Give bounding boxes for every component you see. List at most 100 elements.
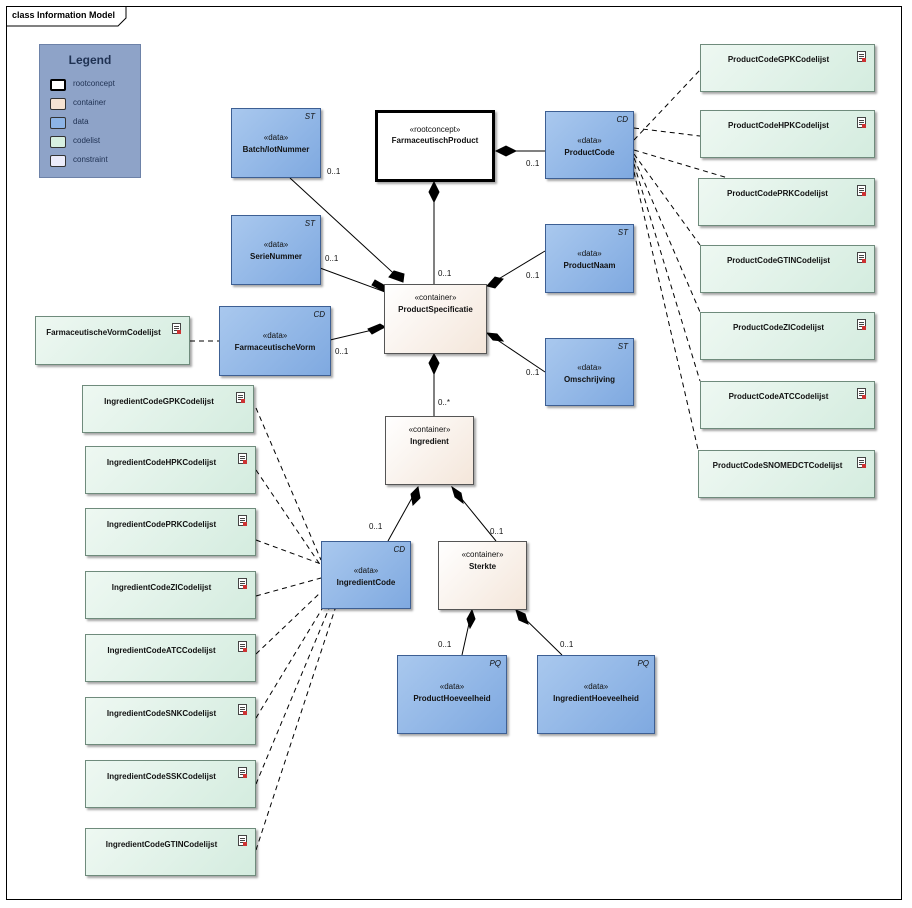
codelist-name: IngredientCodeSSKCodelijst bbox=[107, 772, 216, 781]
codelist-name: ProductCodeZICodelijst bbox=[732, 323, 825, 332]
link-gtin bbox=[633, 153, 701, 246]
codelist-ingredient-prk[interactable]: IngredientCodePRKCodelijst bbox=[85, 508, 256, 556]
frame-tab-outline bbox=[6, 6, 127, 27]
codelist-product-zi[interactable]: ProductCodeZICodelijst bbox=[700, 312, 875, 360]
link-atc bbox=[633, 163, 701, 382]
class-name: Omschrijving bbox=[563, 375, 616, 384]
legend-label: data bbox=[73, 117, 89, 126]
class-stereotype: «container» bbox=[408, 425, 451, 434]
class-stereotype: «data» bbox=[577, 136, 602, 145]
codelist-ingredient-gtin[interactable]: IngredientCodeGTINCodelijst bbox=[85, 828, 256, 876]
class-ingredient-code[interactable]: CD «data» IngredientCode bbox=[321, 541, 411, 609]
codelist-farmaceutische-vorm[interactable]: FarmaceutischeVormCodelijst bbox=[35, 316, 190, 365]
class-product-hoeveelheid[interactable]: PQ «data» ProductHoeveelheid bbox=[397, 655, 507, 734]
codelist-name: ProductCodeGTINCodelijst bbox=[726, 256, 831, 265]
class-type-tag: ST bbox=[304, 219, 315, 228]
product-codelist-links bbox=[633, 69, 729, 459]
line-batch-spec bbox=[289, 177, 404, 283]
codelist-product-prk[interactable]: ProductCodePRKCodelijst bbox=[698, 178, 875, 226]
class-stereotype: «container» bbox=[461, 550, 504, 559]
codelist-product-gtin[interactable]: ProductCodeGTINCodelijst bbox=[700, 245, 875, 293]
codelist-ingredient-gpk[interactable]: IngredientCodeGPKCodelijst bbox=[82, 385, 254, 433]
codelist-name: ProductCodeGPKCodelijst bbox=[727, 55, 830, 64]
codelist-name: ProductCodeATCCodelijst bbox=[728, 392, 829, 401]
class-sterkte[interactable]: «container» Sterkte bbox=[438, 541, 527, 610]
class-stereotype: «data» bbox=[262, 331, 288, 340]
class-name: ProductNaam bbox=[563, 261, 616, 270]
class-farmaceutische-vorm[interactable]: CD «data» FarmaceutischeVorm bbox=[219, 306, 331, 376]
class-type-tag: ST bbox=[304, 112, 315, 121]
class-stereotype: «data» bbox=[353, 566, 379, 575]
multiplicity-code: 0..1 bbox=[526, 159, 540, 168]
class-ingredient[interactable]: «container» Ingredient bbox=[385, 416, 474, 485]
class-omschrijving[interactable]: ST «data» Omschrijving bbox=[545, 338, 634, 406]
legend-swatch bbox=[50, 79, 66, 91]
codelist-ingredient-snk[interactable]: IngredientCodeSNKCodelijst bbox=[85, 697, 256, 745]
multiplicity-batch: 0..1 bbox=[327, 167, 341, 176]
codelist-name: IngredientCodeHPKCodelijst bbox=[106, 458, 217, 467]
document-icon bbox=[236, 392, 245, 403]
multiplicity-vorm: 0..1 bbox=[335, 347, 349, 356]
class-batch-lot-nummer[interactable]: ST «data» Batch/lotNummer bbox=[231, 108, 321, 178]
codelist-ingredient-hpk[interactable]: IngredientCodeHPKCodelijst bbox=[85, 446, 256, 494]
codelist-ingredient-zi[interactable]: IngredientCodeZICodelijst bbox=[85, 571, 256, 619]
codelist-name: IngredientCodeATCCodelijst bbox=[107, 646, 216, 655]
codelist-product-atc[interactable]: ProductCodeATCCodelijst bbox=[700, 381, 875, 429]
document-icon bbox=[857, 388, 866, 399]
link-i-hpk bbox=[255, 469, 322, 567]
multiplicity-ingredient: 0..* bbox=[438, 398, 451, 407]
class-name: Sterkte bbox=[468, 562, 497, 571]
diamond-spec-ingredient bbox=[428, 352, 440, 376]
link-i-gpk bbox=[255, 407, 322, 561]
link-zi bbox=[633, 157, 701, 313]
document-icon bbox=[857, 51, 866, 62]
legend-title: Legend bbox=[68, 53, 112, 67]
class-name: ProductSpecificatie bbox=[398, 305, 473, 314]
class-type-tag: CD bbox=[616, 115, 628, 124]
ingredient-codelist-links bbox=[255, 407, 337, 851]
multiplicity-sterkte: 0..1 bbox=[490, 527, 504, 536]
legend-swatch bbox=[50, 155, 66, 167]
multiplicity-naam: 0..1 bbox=[526, 271, 540, 280]
codelist-name: IngredientCodePRKCodelijst bbox=[106, 520, 217, 529]
document-icon bbox=[238, 453, 247, 464]
class-name: IngredientHoeveelheid bbox=[553, 694, 639, 703]
class-product-naam[interactable]: ST «data» ProductNaam bbox=[545, 224, 634, 293]
link-prk bbox=[633, 149, 729, 179]
codelist-name: IngredientCodeGTINCodelijst bbox=[105, 840, 218, 849]
link-i-ssk bbox=[255, 605, 331, 785]
link-i-zi bbox=[255, 577, 322, 597]
codelist-product-snomedct[interactable]: ProductCodeSNOMEDCTCodelijst bbox=[698, 450, 875, 498]
diamond-root-code bbox=[494, 145, 518, 157]
class-type-tag: CD bbox=[313, 310, 325, 319]
class-product-specificatie[interactable]: «container» ProductSpecificatie bbox=[384, 284, 487, 354]
diamond-spec-batch bbox=[388, 270, 405, 283]
frame-title: class Information Model bbox=[12, 10, 116, 20]
diamond-root-spec bbox=[428, 180, 440, 204]
codelist-name: ProductCodeSNOMEDCTCodelijst bbox=[712, 461, 843, 470]
document-icon bbox=[857, 252, 866, 263]
class-type-tag: CD bbox=[393, 545, 405, 554]
class-type-tag: ST bbox=[617, 342, 628, 351]
class-type-tag: PQ bbox=[489, 659, 501, 668]
document-icon bbox=[238, 641, 247, 652]
multiplicity-ingredient-code: 0..1 bbox=[369, 522, 383, 531]
link-i-snk bbox=[255, 603, 326, 719]
legend-swatch bbox=[50, 98, 66, 110]
legend-swatch bbox=[50, 136, 66, 148]
codelist-ingredient-ssk[interactable]: IngredientCodeSSKCodelijst bbox=[85, 760, 256, 808]
class-serie-nummer[interactable]: ST «data» SerieNummer bbox=[231, 215, 321, 285]
class-ingredient-hoeveelheid[interactable]: PQ «data» IngredientHoeveelheid bbox=[537, 655, 655, 734]
class-farmaceutisch-product[interactable]: «rootconcept» FarmaceutischProduct bbox=[375, 110, 495, 182]
link-hpk bbox=[633, 127, 701, 137]
class-product-code[interactable]: CD «data» ProductCode bbox=[545, 111, 634, 179]
diamond-sterkte-ph bbox=[466, 608, 476, 630]
diamond-ingredient-sterkte bbox=[451, 485, 464, 505]
codelist-ingredient-atc[interactable]: IngredientCodeATCCodelijst bbox=[85, 634, 256, 682]
codelist-product-gpk[interactable]: ProductCodeGPKCodelijst bbox=[700, 44, 875, 92]
diamond-spec-omschrijving bbox=[485, 332, 505, 342]
codelist-name: FarmaceutischeVormCodelijst bbox=[46, 328, 161, 337]
document-icon bbox=[857, 457, 866, 468]
document-icon bbox=[238, 835, 247, 846]
codelist-product-hpk[interactable]: ProductCodeHPKCodelijst bbox=[700, 110, 875, 158]
